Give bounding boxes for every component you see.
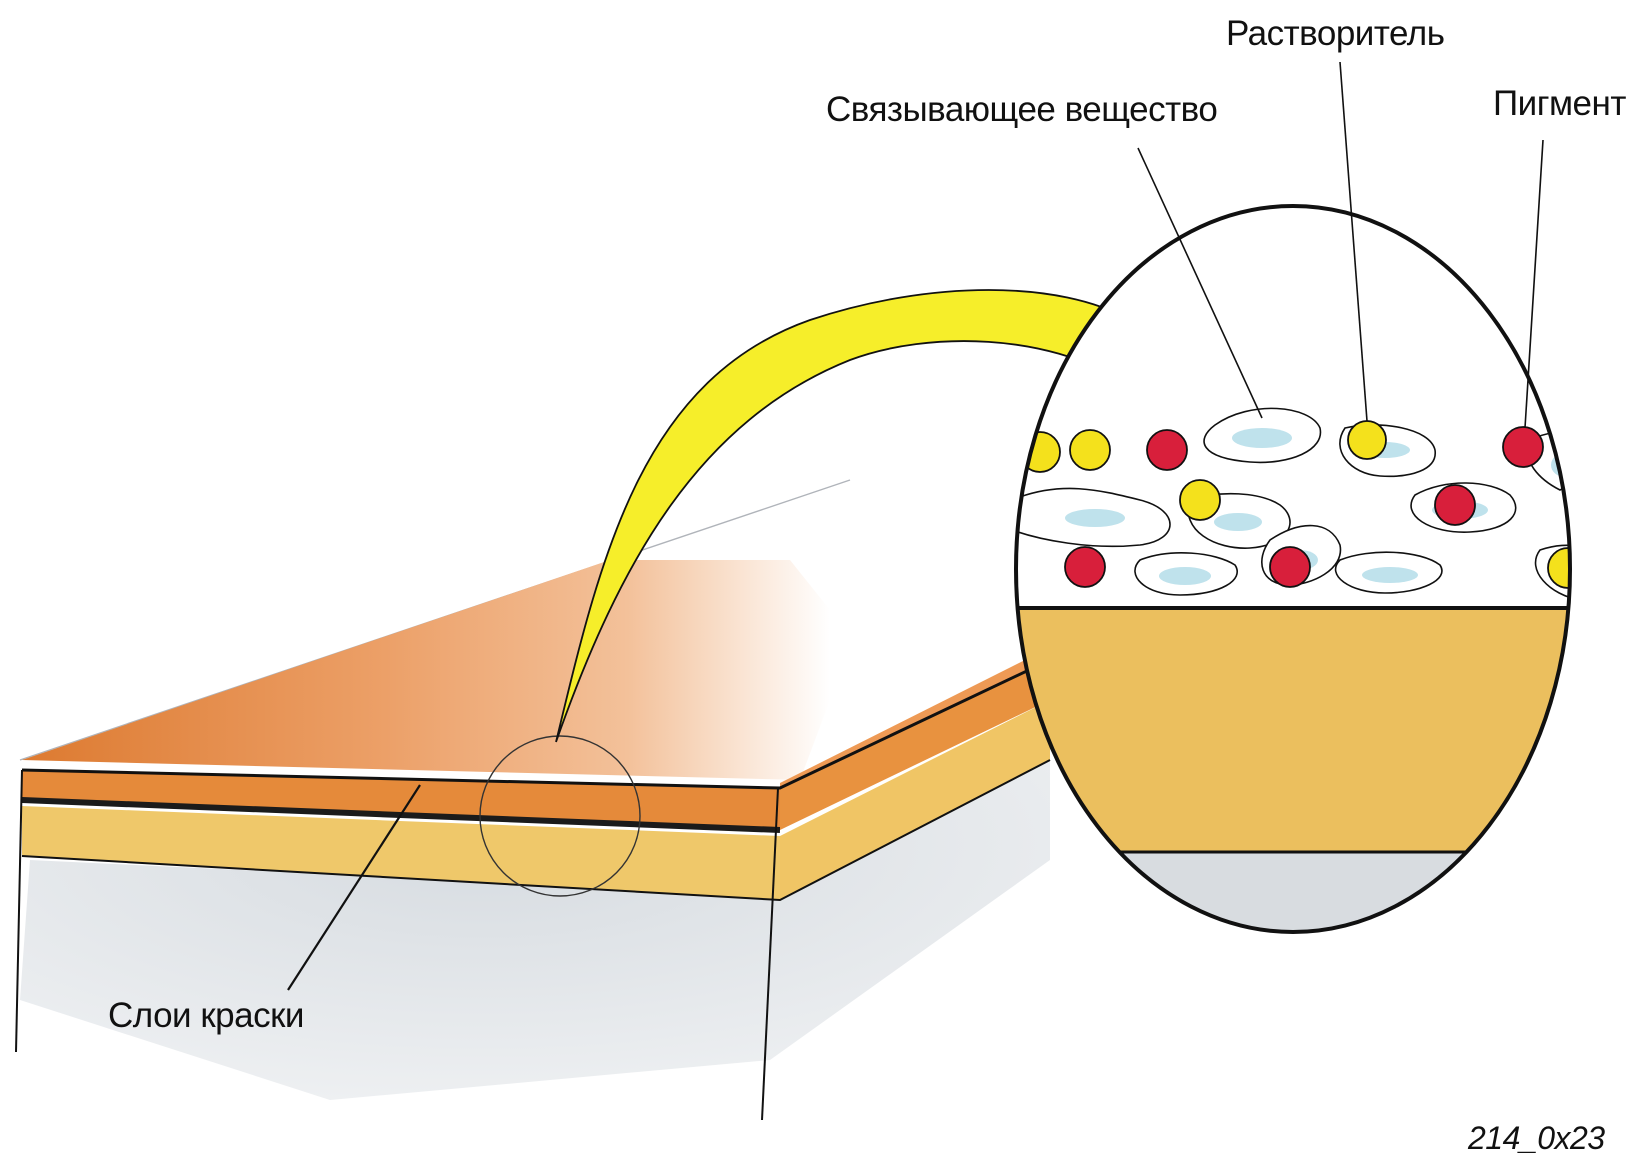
label-binder: Связывающее вещество xyxy=(826,92,1217,127)
label-solvent: Растворитель xyxy=(1226,16,1444,51)
label-paint-layers: Слои краски xyxy=(108,998,304,1033)
panel-left-edge xyxy=(16,770,22,1052)
paint-top-surface xyxy=(22,560,830,780)
leader-pigment xyxy=(1525,140,1543,428)
label-pigment: Пигмент xyxy=(1493,86,1626,121)
figure-code: 214_0x23 xyxy=(1468,1122,1605,1154)
